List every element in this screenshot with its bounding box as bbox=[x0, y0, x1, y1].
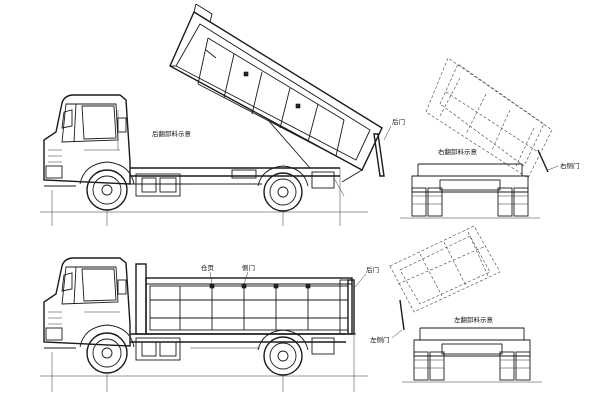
right-door-label: 右侧门 bbox=[560, 161, 580, 170]
rear-dump-truck-side-view: 后翻卸料示意 后门 bbox=[40, 3, 405, 226]
chassis-bottom bbox=[130, 333, 346, 361]
front-wheel-bottom bbox=[79, 324, 135, 374]
rear-dual-wheels-bottom bbox=[413, 351, 531, 381]
ground-line-bottom bbox=[40, 334, 368, 392]
left-dump-label: 左翻卸料示意 bbox=[454, 315, 494, 324]
top-panel-label: 仓页 bbox=[201, 263, 215, 272]
rear-door-label-top: 后门 bbox=[392, 117, 405, 126]
rear-door-label-bottom: 后门 bbox=[366, 265, 379, 274]
left-dump-rear-view: 左翻卸料示意 左侧门 bbox=[370, 225, 542, 383]
rear-wheel-top bbox=[257, 165, 309, 212]
chassis-top bbox=[130, 167, 345, 197]
closed-box-truck-side-view: 仓页 侧门 后门 bbox=[40, 257, 379, 392]
rear-dump-label: 后翻卸料示意 bbox=[152, 129, 192, 138]
left-door-label: 左侧门 bbox=[370, 335, 390, 344]
side-door-label: 侧门 bbox=[242, 263, 255, 272]
cargo-box-closed bbox=[135, 263, 356, 335]
rear-dual-wheels-top bbox=[411, 187, 529, 217]
cab-bottom bbox=[43, 257, 131, 349]
rear-wheel-bottom bbox=[257, 329, 309, 376]
ground-line-top bbox=[40, 168, 368, 226]
tilted-cargo-box bbox=[169, 3, 385, 183]
cab-top bbox=[43, 94, 131, 187]
right-dump-rear-view: 右翻卸料示意 右侧门 bbox=[400, 57, 580, 219]
front-wheel-top bbox=[79, 161, 135, 211]
right-dump-label: 右翻卸料示意 bbox=[438, 147, 478, 156]
